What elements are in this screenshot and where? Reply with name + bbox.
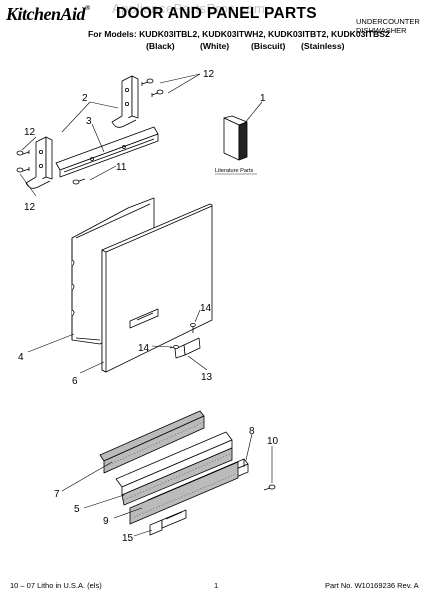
category-line-2: DISHWASHER (356, 26, 407, 35)
callout-3: 3 (86, 116, 92, 127)
color-stainless: (Stainless) (301, 41, 345, 51)
callout-6: 6 (72, 376, 78, 387)
insulation-strip-upper (99, 410, 205, 474)
watermark: AppliancePartsPros.com (112, 1, 266, 16)
hinge-bracket-upper (111, 75, 139, 128)
color-white: (White) (200, 41, 230, 51)
screw-rail (72, 178, 86, 185)
callout-5: 5 (74, 504, 80, 515)
callout-4: 4 (18, 352, 24, 363)
literature-parts-label: Literature Parts (215, 168, 253, 174)
callout-9: 9 (103, 516, 109, 527)
models-list: For Models: KUDK03ITBL2, KUDK03ITWH2, KU… (88, 29, 390, 39)
callout-15: 15 (122, 533, 134, 544)
toe-panel-clip (149, 509, 187, 536)
screw-left-2 (16, 167, 30, 173)
appliance-category: UNDERCOUNTER DISHWASHER (356, 17, 420, 35)
color-black: (Black) (146, 41, 175, 51)
callout-1: 1 (260, 93, 266, 104)
leader-lines (19, 73, 273, 537)
toe-panel (115, 431, 233, 506)
door-handle (174, 337, 201, 359)
screw-handle-left (169, 344, 179, 349)
callout-12-bottom: 12 (24, 202, 36, 213)
callout-11: 11 (116, 162, 127, 173)
callout-8: 8 (249, 426, 255, 437)
screw-left-1 (16, 150, 30, 156)
door-channel-rail (55, 126, 159, 178)
brand-logo: KitchenAid® (6, 4, 90, 25)
color-biscuit: (Biscuit) (251, 41, 286, 51)
callout-2: 2 (82, 93, 88, 104)
screw-top-1 (141, 78, 154, 86)
screw-handle-right (190, 322, 196, 333)
outer-door-panel (101, 203, 213, 373)
litho-note: 10 – 07 Litho in U.S.A. (els) (10, 581, 102, 590)
callout-12-left: 12 (24, 127, 36, 138)
callout-13: 13 (201, 372, 213, 383)
callout-12-top: 12 (203, 69, 215, 80)
callout-7: 7 (54, 489, 60, 500)
callout-14-top: 14 (200, 303, 212, 314)
screw-top-2 (151, 89, 164, 97)
page-number: 1 (214, 581, 219, 590)
insulation-strip-lower (129, 461, 239, 525)
category-line-1: UNDERCOUNTER (356, 17, 420, 26)
part-number: Part No. W10169236 Rev. A (325, 581, 419, 590)
callout-10: 10 (267, 436, 279, 447)
hinge-bracket-lower (25, 136, 53, 189)
page-title: DOOR AND PANEL PARTS (116, 5, 317, 22)
registered-mark: ® (85, 4, 90, 12)
literature-parts-booklet (223, 115, 248, 161)
callout-14-left: 14 (138, 343, 150, 354)
screw-rail-end (263, 484, 276, 491)
brand-name: KitchenAid (6, 4, 86, 24)
